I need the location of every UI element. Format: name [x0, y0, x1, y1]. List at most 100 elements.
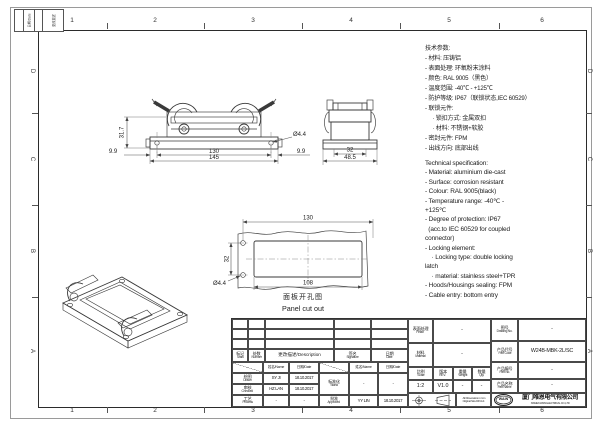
zone-tick [32, 205, 38, 206]
spec-line: · 锁扣方式: 金属双扣 [425, 115, 486, 122]
zone-tick [400, 407, 401, 413]
qty-value: - [472, 380, 491, 393]
material-value: - [433, 343, 491, 367]
spec-line: - 联锁元件: [425, 105, 454, 112]
dim-31-7: 31.7 [120, 126, 126, 138]
dim-130: 130 [209, 149, 220, 155]
dim-hole-callout: Ø4.4 [293, 132, 307, 138]
projection-symbols [408, 393, 456, 407]
process-date: - [289, 395, 319, 407]
corner-strip: 日期/Date 更改描述 [14, 9, 64, 32]
zone-col-top-4: 4 [349, 17, 353, 24]
spec-line: - Degree of protection: IP67 [425, 216, 501, 224]
spec-line: - 表面处理: 环氧粉末涂料 [425, 65, 491, 72]
zone-tick [107, 407, 108, 413]
locking-lever-left [166, 102, 198, 135]
outer-border [10, 7, 592, 419]
checked-name: HZ LAN [263, 384, 289, 395]
zone-tick [400, 23, 401, 29]
dim-panel-32: 32 [225, 255, 231, 262]
panel-cutout-caption-cn: 面板开孔图 [283, 292, 323, 301]
hdr-date-2: 日期/Date [378, 362, 408, 373]
spec-line: - 防护等级: IP67（联锁状态,IEC 60529） [425, 95, 531, 102]
front-view: 31.7 130 145 9.9 9.9 Ø4.4 [109, 98, 310, 164]
zone-col-bottom-3: 3 [251, 407, 255, 414]
dimension-note: All Dimensions in mm Original Size DIN A… [456, 393, 491, 407]
stand-date: - [378, 373, 408, 395]
corner-strip-blank [35, 10, 43, 31]
zone-col-top-5: 5 [447, 17, 451, 24]
company-name-cn: 厦门唯恩电气有限公司 [522, 394, 578, 402]
part-code-value: W24B-MBK-2L/SC [518, 341, 586, 362]
first-angle-projection-icon [412, 394, 451, 406]
dim-panel-108: 108 [303, 281, 314, 287]
zone-col-bottom-6: 6 [540, 407, 544, 414]
zone-col-bottom-2: 2 [153, 407, 157, 414]
corner-strip-date: 日期/Date [24, 10, 35, 31]
zone-tick [204, 407, 205, 413]
company-cell: WAIN 厦门唯恩电气有限公司 XIAMEN WAIN ELECTRICAL C… [491, 393, 586, 407]
spec-line: - 颜色: RAL 9005（黑色） [425, 75, 492, 82]
stand-name: - [349, 373, 378, 395]
diagonal-cell [232, 362, 263, 373]
spec-line: · Locking type: double locking [425, 254, 513, 262]
spec-block-en: Technical specification: - Material: alu… [425, 159, 515, 300]
panel-cutout-view: 130 108 32 Ø4.4 面板开孔图 Panel cut out [213, 216, 374, 313]
spec-line: - 密封元件: FPM [425, 135, 468, 142]
dim-panel-130: 130 [303, 216, 314, 222]
drawn-date: 18.10.2017 [289, 373, 319, 384]
zone-tick [302, 407, 303, 413]
spec-line: · 材料: 不锈钢+软胶 [425, 125, 484, 132]
weight-value: - [453, 380, 472, 393]
approved-name: YY LIN [349, 395, 378, 407]
spec-line: - Surface: corrosion resistant [425, 178, 504, 186]
zone-tick [499, 23, 500, 29]
side-view: 32 48.5 [322, 99, 378, 165]
spec-title-en: Technical specification: [425, 160, 488, 167]
part-name-value: - [518, 379, 586, 393]
spec-block-cn: 技术参数: - 材料: 压铸铝 - 表面处理: 环氧粉末涂料 - 颜色: RAL… [425, 44, 531, 154]
hdr-description: 更改描述/Description [265, 349, 334, 362]
dim-9-9-left: 9.9 [109, 149, 118, 155]
hdr-date-1: 日期/Date [289, 362, 319, 373]
zone-col-bottom-5: 5 [447, 407, 451, 414]
finish-value: - [433, 319, 491, 343]
spec-line: - Temperature range: -40℃ - [425, 197, 504, 205]
zone-tick [586, 113, 592, 114]
zone-tick [204, 23, 205, 29]
zone-tick [499, 407, 500, 413]
part-no-value: - [518, 362, 586, 379]
dim-48-5: 48.5 [344, 155, 356, 161]
zone-col-top-3: 3 [251, 17, 255, 24]
company-name-en: XIAMEN WAIN ELECTRICAL CO.,LTD [530, 400, 570, 405]
dim-32: 32 [347, 148, 354, 154]
zone-tick [32, 297, 38, 298]
dim-145: 145 [209, 155, 220, 161]
revision-rows [232, 319, 408, 349]
zone-col-bottom-4: 4 [349, 407, 353, 414]
spec-line: - Colour: RAL 9005(black) [425, 188, 497, 196]
spec-line: · material: stainless steel+TPR [425, 272, 516, 280]
spec-line: - 温度范围: -40℃ - +125℃ [425, 85, 493, 92]
zone-col-top-6: 6 [540, 17, 544, 24]
hdr-name-2: 姓名/Name [349, 362, 378, 373]
spec-line: - Material: aluminium die-cast [425, 169, 506, 177]
dim-panel-hole: Ø4.4 [213, 281, 227, 287]
spec-line: - 材料: 压铸铝 [425, 55, 461, 62]
spec-line: latch [425, 263, 438, 271]
wain-logo: WAIN [494, 394, 513, 406]
diagonal-cell [319, 362, 349, 373]
dim-9-9-right: 9.9 [297, 149, 306, 155]
